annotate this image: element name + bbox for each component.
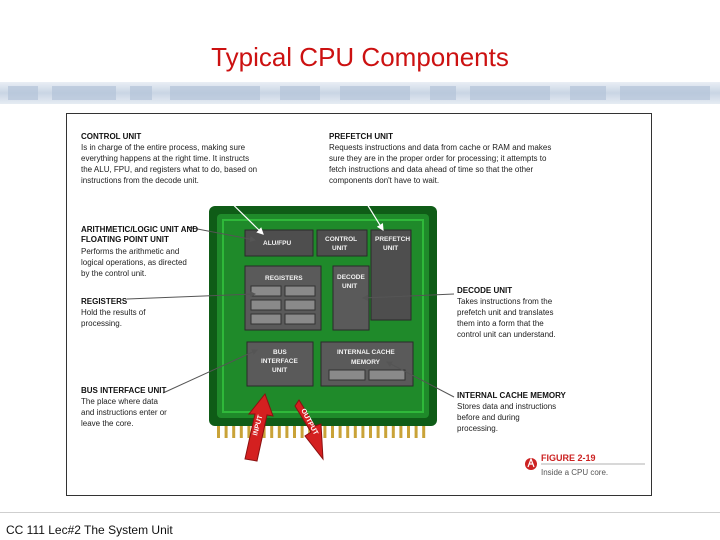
chip-pin bbox=[300, 424, 304, 438]
chip-pin bbox=[369, 424, 372, 438]
chip-pin bbox=[331, 424, 334, 438]
chip-label-bus-interface-unit: BUS INTERFACE UNIT bbox=[261, 349, 300, 374]
slide-footer: CC 111 Lec#2 The System Unit bbox=[6, 523, 173, 537]
chip-pin bbox=[376, 424, 380, 438]
figure-frame: ALU/FPU CONTROL UNIT PREFETCH UNIT REGIS… bbox=[66, 113, 652, 496]
chip-pin bbox=[239, 424, 243, 438]
callout-heading-registers: REGISTERS bbox=[81, 297, 128, 306]
callout-body-decode-unit: Takes instructions from the prefetch uni… bbox=[457, 297, 556, 339]
slide-title: Typical CPU Components bbox=[211, 42, 509, 72]
chip-pin bbox=[407, 424, 410, 438]
callout-body-alu-fpu: Performs the arithmetic and logical oper… bbox=[81, 247, 189, 278]
chip-pin bbox=[232, 424, 236, 438]
chip-pin bbox=[346, 424, 350, 438]
callout-body-prefetch-unit: Requests instructions and data from cach… bbox=[329, 143, 554, 185]
cache-cell-right bbox=[368, 369, 406, 381]
cpu-core-diagram: ALU/FPU CONTROL UNIT PREFETCH UNIT REGIS… bbox=[81, 132, 645, 477]
figure-number: FIGURE 2-19 bbox=[541, 453, 596, 463]
control-unit-module bbox=[316, 229, 368, 257]
callout-control-unit: CONTROL UNIT Is in charge of the entire … bbox=[81, 132, 259, 185]
register-cells bbox=[250, 285, 316, 325]
chip-pin bbox=[224, 424, 228, 438]
callout-heading-control-unit: CONTROL UNIT bbox=[81, 132, 141, 141]
chip-label-decode-unit: DECODE UNIT bbox=[337, 274, 367, 290]
callout-body-registers: Hold the results of processing. bbox=[81, 308, 148, 328]
chip-pin bbox=[422, 424, 426, 438]
bus-interface-unit-module bbox=[246, 341, 314, 387]
chip-pin bbox=[262, 424, 266, 438]
output-arrow bbox=[294, 399, 324, 461]
alu-fpu-module bbox=[244, 229, 314, 257]
chip-label-registers: REGISTERS bbox=[265, 275, 303, 282]
callout-internal-cache-memory: INTERNAL CACHE MEMORY Stores data and in… bbox=[457, 391, 567, 433]
chip-pin bbox=[308, 424, 312, 438]
chip-pin bbox=[323, 424, 327, 438]
chip-pin bbox=[293, 424, 296, 438]
callout-heading-bus-interface-unit: BUS INTERFACE UNIT bbox=[81, 386, 166, 395]
chip-pin bbox=[277, 424, 281, 438]
chip-label-alu-fpu: ALU/FPU bbox=[263, 240, 291, 247]
chip-pin bbox=[399, 424, 403, 438]
chip-pin bbox=[217, 424, 220, 438]
chip-pin bbox=[414, 424, 418, 438]
chip-pin bbox=[353, 424, 357, 438]
leader-lines bbox=[126, 178, 455, 398]
chip-pin bbox=[247, 424, 251, 438]
chip-label-prefetch-unit: PREFETCH UNIT bbox=[375, 236, 412, 252]
callout-heading-internal-cache-memory: INTERNAL CACHE MEMORY bbox=[457, 391, 567, 400]
input-arrow bbox=[244, 392, 274, 462]
figure-caption-text: Inside a CPU core. bbox=[541, 468, 608, 477]
chip-pin bbox=[285, 424, 289, 438]
prefetch-unit-module bbox=[370, 229, 412, 321]
register-cell bbox=[284, 299, 316, 311]
chip-pin bbox=[384, 424, 388, 438]
callout-body-control-unit: Is in charge of the entire process, maki… bbox=[81, 143, 259, 185]
register-cell bbox=[250, 285, 282, 297]
register-cell bbox=[284, 313, 316, 325]
callout-prefetch-unit: PREFETCH UNIT Requests instructions and … bbox=[329, 132, 554, 185]
chip-pin bbox=[391, 424, 395, 438]
callout-decode-unit: DECODE UNIT Takes instructions from the … bbox=[457, 286, 556, 339]
callout-body-bus-interface-unit: The place where data and instructions en… bbox=[81, 397, 169, 428]
chip-pin bbox=[338, 424, 342, 438]
chip-pin bbox=[270, 424, 274, 438]
callout-heading-prefetch-unit: PREFETCH UNIT bbox=[329, 132, 393, 141]
chip-pin bbox=[361, 424, 365, 438]
callout-registers: REGISTERS Hold the results of processing… bbox=[81, 297, 148, 328]
callout-heading-alu-fpu: ARITHMETIC/LOGIC UNIT AND FLOATING POINT… bbox=[81, 225, 200, 244]
chip-core-border bbox=[222, 219, 424, 413]
callout-heading-decode-unit: DECODE UNIT bbox=[457, 286, 512, 295]
register-cell bbox=[250, 299, 282, 311]
decorative-banner bbox=[0, 82, 720, 104]
publisher-logo-mark bbox=[527, 457, 535, 468]
callout-body-internal-cache-memory: Stores data and instructions before and … bbox=[457, 402, 558, 433]
chip-label-internal-cache-memory: INTERNAL CACHE MEMORY bbox=[337, 349, 396, 366]
register-cell bbox=[250, 313, 282, 325]
figure-caption: FIGURE 2-19 Inside a CPU core. bbox=[525, 453, 645, 477]
register-cell bbox=[284, 285, 316, 297]
callout-alu-fpu: ARITHMETIC/LOGIC UNIT AND FLOATING POINT… bbox=[81, 225, 200, 278]
chip-label-control-unit: CONTROL UNIT bbox=[325, 236, 359, 252]
callout-bus-interface-unit: BUS INTERFACE UNIT The place where data … bbox=[81, 386, 169, 428]
footer-rule bbox=[0, 512, 720, 513]
cache-cell-left bbox=[328, 369, 366, 381]
